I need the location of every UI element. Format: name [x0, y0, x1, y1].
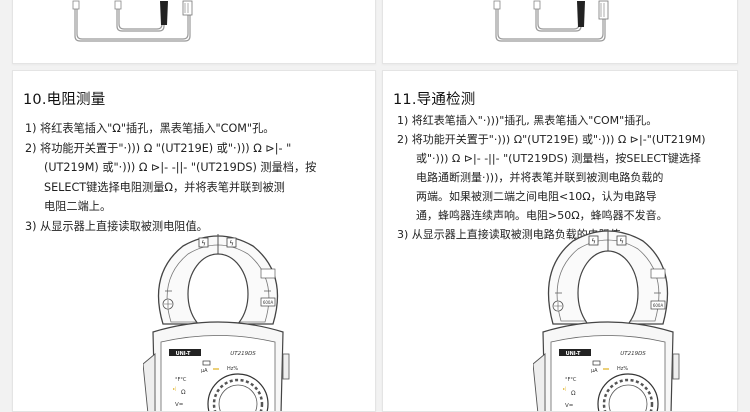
clamp-meter-illustration: ϟ ϟ 600A UNI-T UT219DS μA Hz% °F°C ▸| Ω …	[533, 229, 680, 411]
previous-step-panel-right	[382, 0, 738, 64]
svg-text:Ω: Ω	[181, 389, 186, 396]
step-2-continued: SELECT键选择电阻测量Ω，并将表笔并联到被测	[44, 180, 285, 194]
step-1: 1) 将红表笔插入"Ω"插孔，黑表笔插入"COM"孔。	[25, 122, 275, 135]
svg-text:Ω: Ω	[571, 390, 576, 397]
svg-text:°F°C: °F°C	[175, 377, 187, 383]
svg-text:▸|: ▸|	[563, 386, 566, 391]
svg-text:μA: μA	[591, 368, 598, 374]
svg-text:UT219DS: UT219DS	[620, 351, 646, 357]
high-voltage-icon	[616, 235, 627, 246]
svg-text:°F°C: °F°C	[565, 377, 577, 383]
previous-step-panel-left	[12, 0, 376, 64]
clamp-meter-illustration: ϟ ϟ 600A UNI-T UT219DS μA Hz% °F°C ▸| Ω …	[143, 234, 290, 411]
svg-text:600A: 600A	[263, 300, 274, 305]
high-voltage-icon	[226, 237, 237, 248]
step-2-continued: 通，蜂鸣器连续声响。电阻>50Ω，蜂鸣器不发音。	[416, 209, 668, 222]
svg-text:600A: 600A	[653, 303, 664, 308]
step-3: 3) 从显示器上直接读取被测电路负载的电阻值。	[397, 228, 632, 241]
step-list: 1) 将红表笔插入"Ω"插孔，黑表笔插入"COM"孔。 2) 将功能开关置于"·…	[25, 119, 316, 236]
high-voltage-icon	[588, 235, 599, 246]
section-title: 11.导通检测	[393, 92, 476, 108]
step-2: 2) 将功能开关置于"·))) Ω"(UT219E) 或"·))) Ω ⊳|-"…	[397, 133, 706, 146]
section-title: 10.电阻测量	[23, 92, 106, 108]
continuity-test-panel: 11.导通检测 1) 将红表笔插入"·)))"插孔, 黑表笔插入"COM"插孔。…	[382, 70, 738, 412]
step-2-continued: 或"·))) Ω ⊳|- -||- "(UT219DS) 测量档，按SELECT…	[416, 152, 701, 165]
resistance-measurement-panel: 10.电阻测量 1) 将红表笔插入"Ω"插孔，黑表笔插入"COM"孔。 2) 将…	[12, 70, 376, 412]
step-2-continued: (UT219M) 或"·))) Ω ⊳|- -||- "(UT219DS) 测量…	[44, 161, 317, 174]
high-voltage-icon	[198, 237, 209, 248]
svg-text:ϟ: ϟ	[591, 238, 596, 246]
step-list: 1) 将红表笔插入"·)))"插孔, 黑表笔插入"COM"插孔。 2) 将功能开…	[397, 111, 706, 244]
step-2-continued: 电路通断测量·)))，并将表笔并联到被测电路负载的	[416, 171, 664, 184]
test-leads-illustration	[72, 0, 193, 42]
svg-text:V=: V=	[565, 403, 574, 409]
svg-text:UNI-T: UNI-T	[566, 351, 581, 357]
step-1: 1) 将红表笔插入"·)))"插孔, 黑表笔插入"COM"插孔。	[397, 114, 658, 127]
svg-text:ϟ: ϟ	[619, 238, 624, 246]
svg-text:UT219DS: UT219DS	[230, 351, 256, 357]
svg-text:ϟ: ϟ	[201, 240, 206, 248]
test-leads-illustration	[493, 0, 609, 42]
svg-text:Hz%: Hz%	[227, 366, 238, 372]
step-2-continued: 两端。如果被测二端之间电阻<10Ω，认为电路导	[416, 190, 657, 203]
svg-text:UNI-T: UNI-T	[176, 351, 191, 357]
step-2: 2) 将功能开关置于"·))) Ω "(UT219E) 或"·))) Ω ⊳|-…	[25, 141, 292, 155]
svg-text:ϟ: ϟ	[229, 240, 234, 248]
step-3: 3) 从显示器上直接读取被测电阻值。	[25, 219, 208, 233]
svg-text:μA: μA	[201, 368, 208, 374]
step-2-continued: 电阻二端上。	[44, 200, 112, 213]
svg-text:▸|: ▸|	[173, 386, 176, 391]
svg-text:V=: V=	[175, 402, 184, 408]
svg-text:Hz%: Hz%	[617, 366, 628, 372]
